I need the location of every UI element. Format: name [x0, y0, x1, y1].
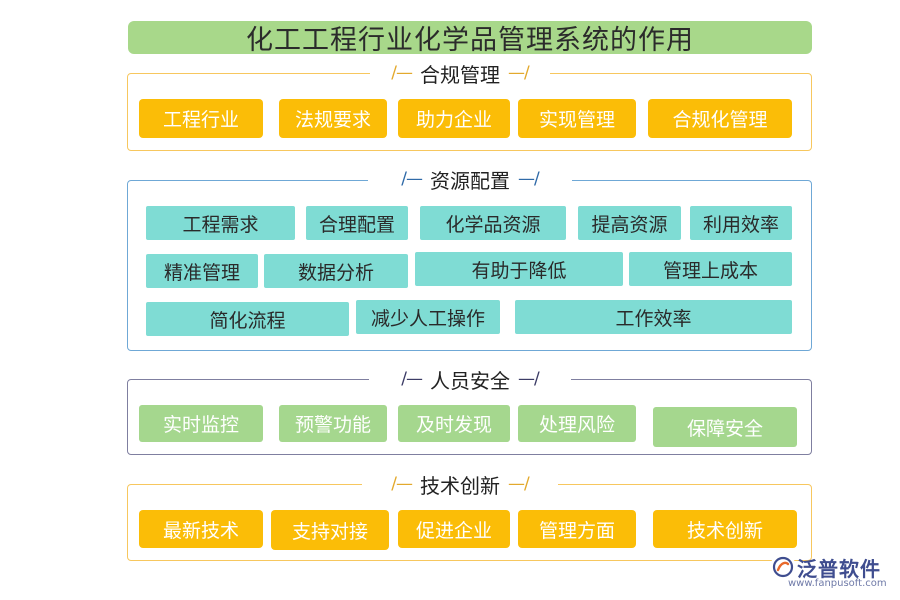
keyword-box: 技术创新: [653, 510, 797, 548]
keyword-box: 合规化管理: [648, 99, 792, 138]
heading-decor-right: —/: [508, 474, 530, 494]
keyword-box: 减少人工操作: [356, 300, 500, 334]
keyword-box: 助力企业: [398, 99, 510, 138]
keyword-box: 实时监控: [139, 405, 263, 442]
heading-decor-right: —/: [518, 369, 540, 389]
keyword-box: 有助于降低: [415, 252, 623, 286]
keyword-box: 实现管理: [518, 99, 636, 138]
brand-name: 泛普软件: [797, 557, 881, 581]
keyword-box: 促进企业: [398, 510, 510, 548]
heading-decor-left: /—: [391, 474, 413, 494]
brand-url: www.fanpusoft.com: [788, 578, 887, 589]
keyword-box: 合理配置: [306, 206, 408, 240]
heading-decor-left: /—: [391, 63, 413, 83]
keyword-box: 提高资源: [578, 206, 681, 240]
heading-decor-right: —/: [518, 169, 540, 189]
keyword-box: 及时发现: [398, 405, 510, 442]
keyword-box: 法规要求: [279, 99, 387, 138]
keyword-box: 管理上成本: [629, 252, 792, 286]
keyword-box: 精准管理: [146, 254, 258, 288]
keyword-box: 工程行业: [139, 99, 263, 138]
section-heading-safety: /— 人员安全 —/: [369, 367, 571, 393]
section-heading-text: 技术创新: [420, 473, 500, 498]
keyword-box: 支持对接: [271, 510, 389, 550]
section-heading-compliance: /— 合规管理 —/: [370, 61, 550, 87]
keyword-box: 化学品资源: [420, 206, 566, 240]
keyword-box: 数据分析: [264, 254, 408, 288]
diagram-title: 化工工程行业化学品管理系统的作用: [128, 21, 812, 56]
keyword-box: 预警功能: [279, 405, 387, 442]
heading-decor-left: /—: [401, 369, 423, 389]
section-heading-resources: /— 资源配置 —/: [368, 167, 572, 193]
brand-logo-icon: [770, 554, 796, 580]
section-heading-innovation: /— 技术创新 —/: [362, 472, 558, 498]
heading-decor-right: —/: [508, 63, 530, 83]
keyword-box: 处理风险: [518, 405, 636, 442]
keyword-box: 保障安全: [653, 407, 797, 447]
keyword-box: 利用效率: [690, 206, 792, 240]
heading-decor-left: /—: [401, 169, 423, 189]
section-heading-text: 资源配置: [430, 168, 510, 193]
keyword-box: 简化流程: [146, 302, 349, 336]
keyword-box: 工作效率: [515, 300, 792, 334]
section-heading-text: 人员安全: [430, 368, 510, 393]
keyword-box: 最新技术: [139, 510, 263, 548]
keyword-box: 工程需求: [146, 206, 295, 240]
section-heading-text: 合规管理: [420, 62, 500, 87]
keyword-box: 管理方面: [518, 510, 636, 548]
